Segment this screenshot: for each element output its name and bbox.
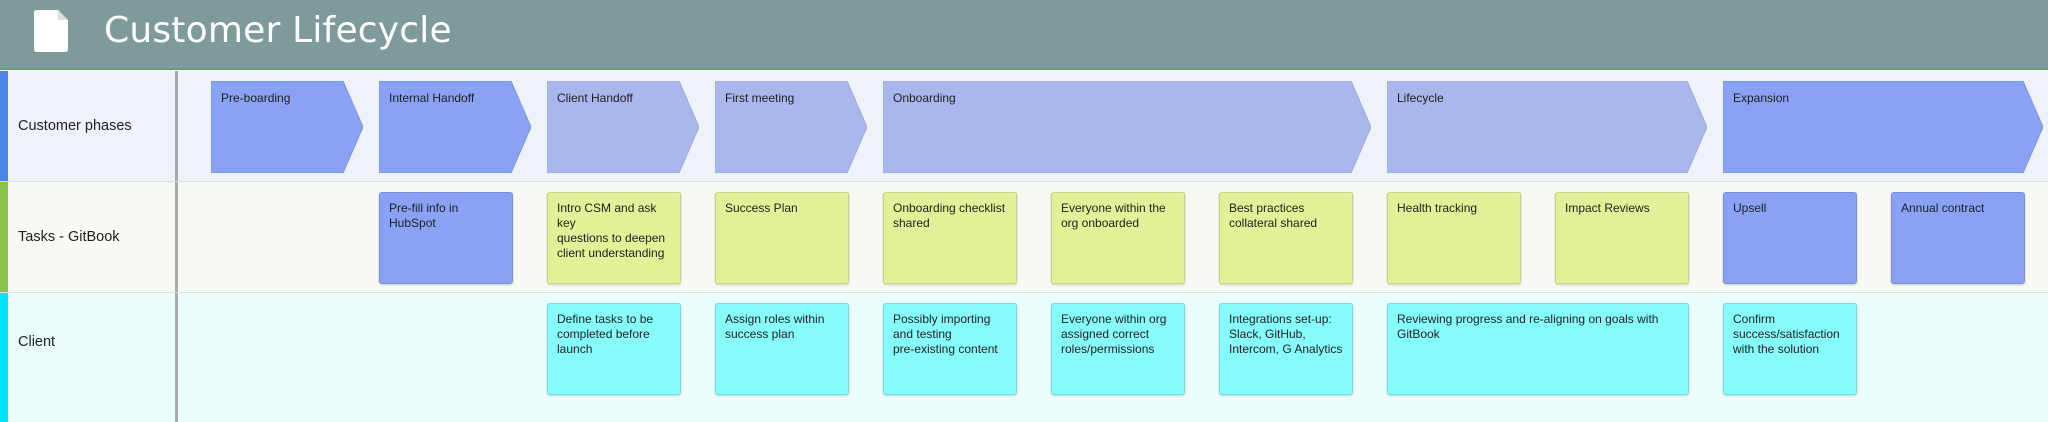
- lane-customer-phases: Customer phases Pre-boarding Internal Ha…: [0, 71, 2048, 182]
- phase-shape: [883, 81, 1371, 173]
- phase-label: Expansion: [1733, 91, 1790, 105]
- task-card[interactable]: Intro CSM and ask key questions to deepe…: [547, 192, 681, 284]
- lane-stripe: [0, 71, 8, 181]
- lane-header: Client: [0, 293, 178, 422]
- lane-stripe: [0, 182, 8, 292]
- page-title: Customer Lifecycle: [104, 10, 452, 51]
- phase-label: Internal Handoff: [389, 91, 475, 105]
- task-card[interactable]: Best practices collateral shared: [1219, 192, 1353, 284]
- phase-pre-boarding[interactable]: Pre-boarding: [211, 81, 363, 173]
- lane-client: Client Define tasks to be completed befo…: [0, 293, 2048, 422]
- task-card[interactable]: Onboarding checklist shared: [883, 192, 1017, 284]
- client-card[interactable]: Confirm success/satisfaction with the so…: [1723, 303, 1857, 395]
- client-card[interactable]: Possibly importing and testing pre-exist…: [883, 303, 1017, 395]
- task-card[interactable]: Pre-fill info in HubSpot: [379, 192, 513, 284]
- task-card[interactable]: Health tracking: [1387, 192, 1521, 284]
- document-icon: [34, 10, 68, 52]
- phase-expansion[interactable]: Expansion: [1723, 81, 2043, 173]
- phase-lifecycle[interactable]: Lifecycle: [1387, 81, 1707, 173]
- client-card[interactable]: Integrations set-up: Slack, GitHub, Inte…: [1219, 303, 1353, 395]
- client-card[interactable]: Define tasks to be completed before laun…: [547, 303, 681, 395]
- app-header: Customer Lifecycle: [0, 0, 2048, 70]
- task-card[interactable]: Success Plan: [715, 192, 849, 284]
- lane-label: Customer phases: [18, 118, 132, 134]
- phase-internal-handoff[interactable]: Internal Handoff: [379, 81, 531, 173]
- phase-label: Client Handoff: [557, 91, 633, 105]
- phase-onboarding[interactable]: Onboarding: [883, 81, 1371, 173]
- phase-label: Pre-boarding: [221, 91, 291, 105]
- lane-label: Client: [18, 334, 56, 350]
- lane-stripe: [0, 293, 8, 422]
- phase-label: First meeting: [725, 91, 795, 105]
- lane-label: Tasks - GitBook: [18, 229, 120, 245]
- task-card[interactable]: Annual contract: [1891, 192, 2025, 284]
- task-card[interactable]: Everyone within the org onboarded: [1051, 192, 1185, 284]
- lane-header: Customer phases: [0, 71, 178, 181]
- phase-label: Onboarding: [893, 91, 956, 105]
- task-card[interactable]: Upsell: [1723, 192, 1857, 284]
- lane-header: Tasks - GitBook: [0, 182, 178, 292]
- task-card[interactable]: Impact Reviews: [1555, 192, 1689, 284]
- client-card[interactable]: Everyone within org assigned correct rol…: [1051, 303, 1185, 395]
- phase-label: Lifecycle: [1397, 91, 1444, 105]
- lane-tasks-gitbook: Tasks - GitBook Pre-fill info in HubSpot…: [0, 182, 2048, 293]
- phase-client-handoff[interactable]: Client Handoff: [547, 81, 699, 173]
- client-card[interactable]: Assign roles within success plan: [715, 303, 849, 395]
- phase-first-meeting[interactable]: First meeting: [715, 81, 867, 173]
- client-card[interactable]: Reviewing progress and re-aligning on go…: [1387, 303, 1689, 395]
